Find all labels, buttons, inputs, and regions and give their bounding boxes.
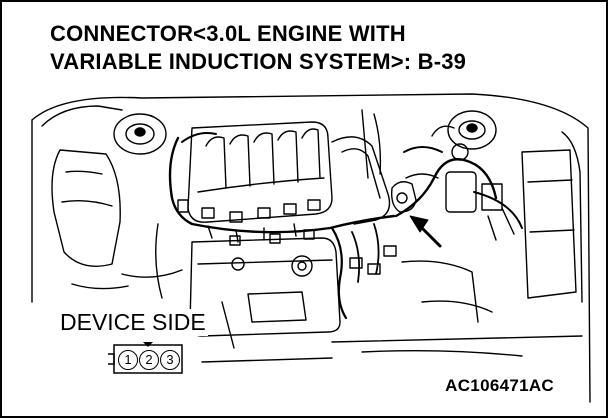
connector-pin-1: 1	[118, 350, 138, 370]
title-line-2: VARIABLE INDUCTION SYSTEM>: B-39	[50, 49, 467, 74]
connector-pin-2: 2	[139, 350, 159, 370]
figure-code: AC106471AC	[445, 376, 554, 395]
connector-pin-3: 3	[160, 350, 180, 370]
diagram-title: CONNECTOR<3.0L ENGINE WITH VARIABLE INDU…	[50, 20, 466, 76]
device-side-label: DEVICE SIDE	[58, 309, 208, 336]
title-line-1: CONNECTOR<3.0L ENGINE WITH	[50, 21, 406, 46]
pin-one-marker-icon	[143, 342, 153, 347]
connector-pinout: 1 2 3	[106, 342, 190, 376]
